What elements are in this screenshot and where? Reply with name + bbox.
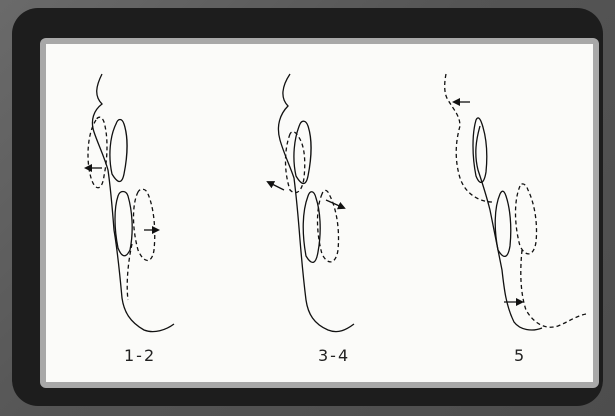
panel-label-5: 5 — [514, 346, 526, 365]
lower-incisor-solid — [115, 192, 132, 256]
lip-profile-solid — [92, 74, 174, 332]
lower-incisor-solid — [495, 191, 511, 256]
profile-3-4 — [268, 74, 354, 332]
lip-profile-solid — [476, 126, 542, 330]
profile-1-2 — [86, 74, 174, 332]
profile-5 — [445, 74, 586, 330]
chin-dashed — [521, 250, 586, 327]
upper-incisor-solid — [110, 120, 127, 182]
lip-profile-solid — [278, 74, 354, 332]
lower-incisor-solid — [303, 192, 320, 263]
arrow-upper-flare — [268, 182, 284, 190]
upper-incisor-dashed — [88, 117, 107, 188]
upper-incisor-solid — [294, 121, 311, 183]
profile-diagrams — [46, 44, 593, 382]
panel-label-3-4: 3-4 — [318, 346, 350, 365]
lower-incisor-dashed — [134, 189, 155, 260]
gray-border-panel: 1-2 3-4 5 — [40, 38, 599, 388]
lower-incisor-dashed — [516, 184, 537, 254]
panel-label-1-2: 1-2 — [124, 346, 156, 365]
arrow-lower-flare — [326, 200, 344, 208]
diagram-canvas: 1-2 3-4 5 — [46, 44, 593, 382]
dark-rounded-frame: 1-2 3-4 5 — [12, 8, 603, 406]
